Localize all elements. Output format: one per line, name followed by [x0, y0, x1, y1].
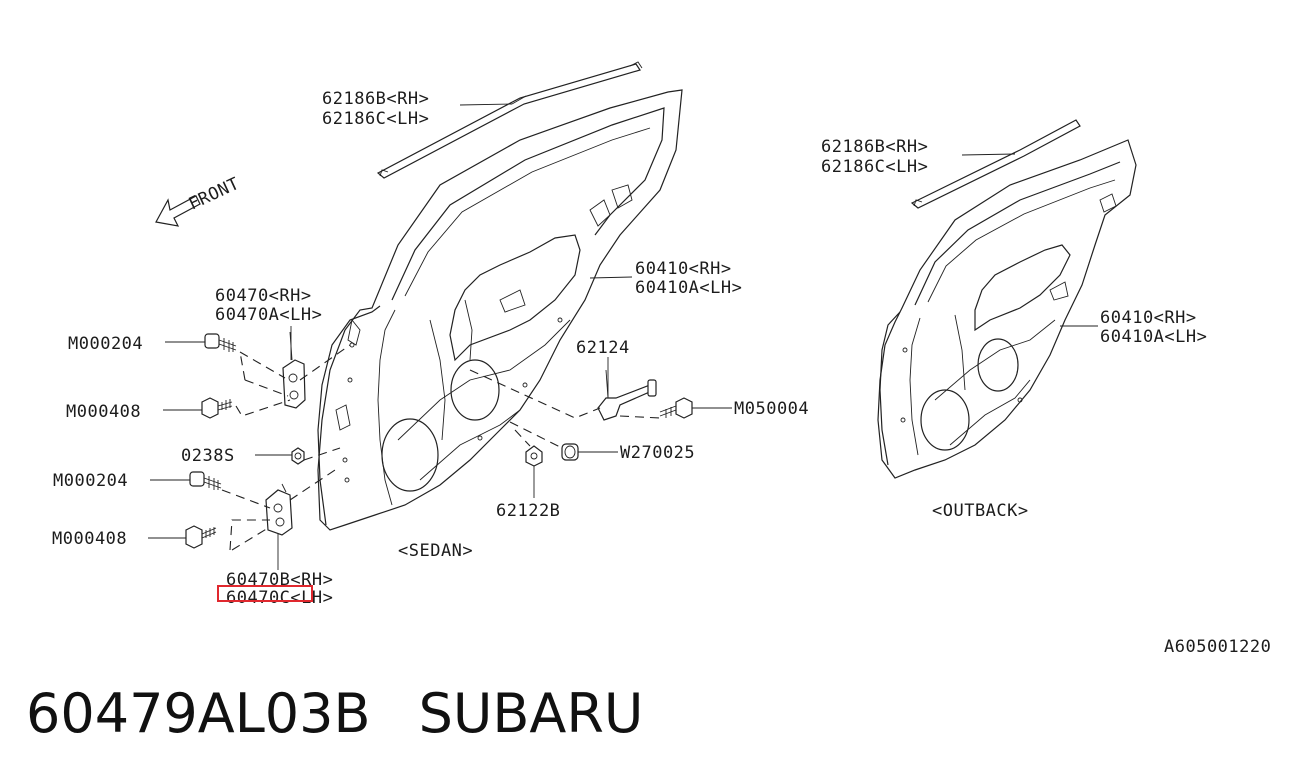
diagram-code: A605001220	[1164, 637, 1271, 657]
label-checker: 62124	[576, 338, 630, 358]
door-panel-sedan	[317, 89, 683, 531]
dash-upper-2	[235, 344, 351, 417]
dash-bushing	[509, 421, 563, 449]
label-bolt-upper-1: M000204	[68, 334, 143, 354]
dash-upper-1	[239, 351, 289, 397]
grommet-62122b	[525, 445, 543, 467]
label-weatherstrip-sedan-lh: 62186C<LH>	[322, 109, 429, 129]
dash-lower	[221, 469, 336, 551]
bushing-w270025	[561, 443, 579, 461]
label-upper-hinge-lh: 60470A<LH>	[215, 305, 322, 325]
label-weatherstrip-outback-lh: 62186C<LH>	[821, 157, 928, 177]
leader-panel-sedan	[589, 276, 633, 279]
bolt-m000408-upper	[201, 397, 233, 419]
bolt-m000204-lower	[189, 471, 222, 490]
label-weatherstrip-outback-rh: 62186B<RH>	[821, 137, 928, 157]
label-nut: 0238S	[181, 446, 235, 466]
upper-hinge	[282, 331, 306, 409]
dash-nut	[303, 447, 341, 461]
label-outback-caption: <OUTBACK>	[932, 501, 1029, 521]
bolt-m050004	[659, 397, 693, 419]
weatherstrip-outback	[910, 119, 1081, 209]
label-checker-bushing: W270025	[620, 443, 695, 463]
weatherstrip-sedan	[376, 61, 643, 179]
lower-hinge	[265, 483, 293, 536]
brand-name: SUBARU	[418, 682, 644, 745]
dash-grommet	[514, 429, 531, 447]
label-weatherstrip-sedan-rh: 62186B<RH>	[322, 89, 429, 109]
label-bolt-lower-1: M000204	[53, 471, 128, 491]
label-front: FRONT	[186, 174, 243, 215]
leader-weatherstrip-outback	[961, 153, 1016, 156]
bolt-m000204-upper	[204, 333, 237, 352]
part-number: 60479AL03B	[26, 682, 371, 745]
label-lower-hinge-lh: 60470C<LH>	[226, 588, 333, 608]
label-panel-sedan-lh: 60410A<LH>	[635, 278, 742, 298]
label-grommet: 62122B	[496, 501, 560, 521]
label-bolt-lower-2: M000408	[52, 529, 127, 549]
leader-weatherstrip-sedan-2	[511, 95, 527, 105]
label-panel-sedan-rh: 60410<RH>	[635, 259, 732, 279]
dash-checker	[469, 369, 661, 419]
label-panel-outback-rh: 60410<RH>	[1100, 308, 1197, 328]
door-panel-outback	[877, 139, 1137, 479]
leader-weatherstrip-sedan	[459, 103, 513, 106]
bolt-m000408-lower	[185, 525, 217, 549]
front-arrow-icon	[155, 195, 201, 227]
label-panel-outback-lh: 60410A<LH>	[1100, 327, 1207, 347]
highlight-box	[217, 585, 313, 602]
label-sedan-caption: <SEDAN>	[398, 541, 473, 561]
footer-title: 60479AL03B SUBARU	[26, 682, 643, 752]
label-upper-hinge-rh: 60470<RH>	[215, 286, 312, 306]
label-checker-bolt: M050004	[734, 399, 809, 419]
door-checker	[597, 369, 657, 421]
nut-0238s	[291, 447, 305, 465]
label-bolt-upper-2: M000408	[66, 402, 141, 422]
